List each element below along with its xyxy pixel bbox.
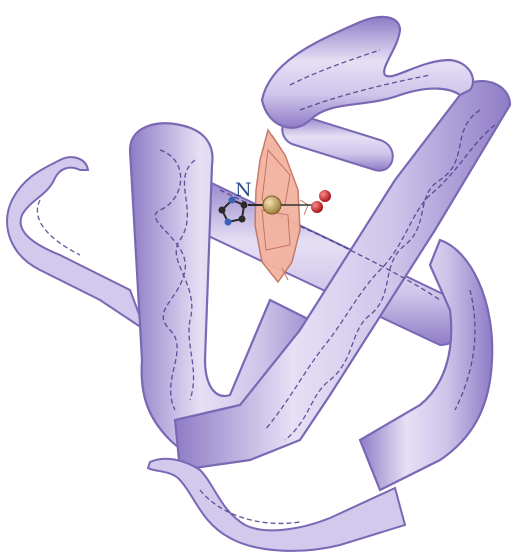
nitrogen-label: N [235,179,252,201]
bottom-loop [148,459,405,551]
left-hook-loop [7,157,145,330]
iron-atom [263,196,281,214]
top-arch-loop [262,17,473,128]
